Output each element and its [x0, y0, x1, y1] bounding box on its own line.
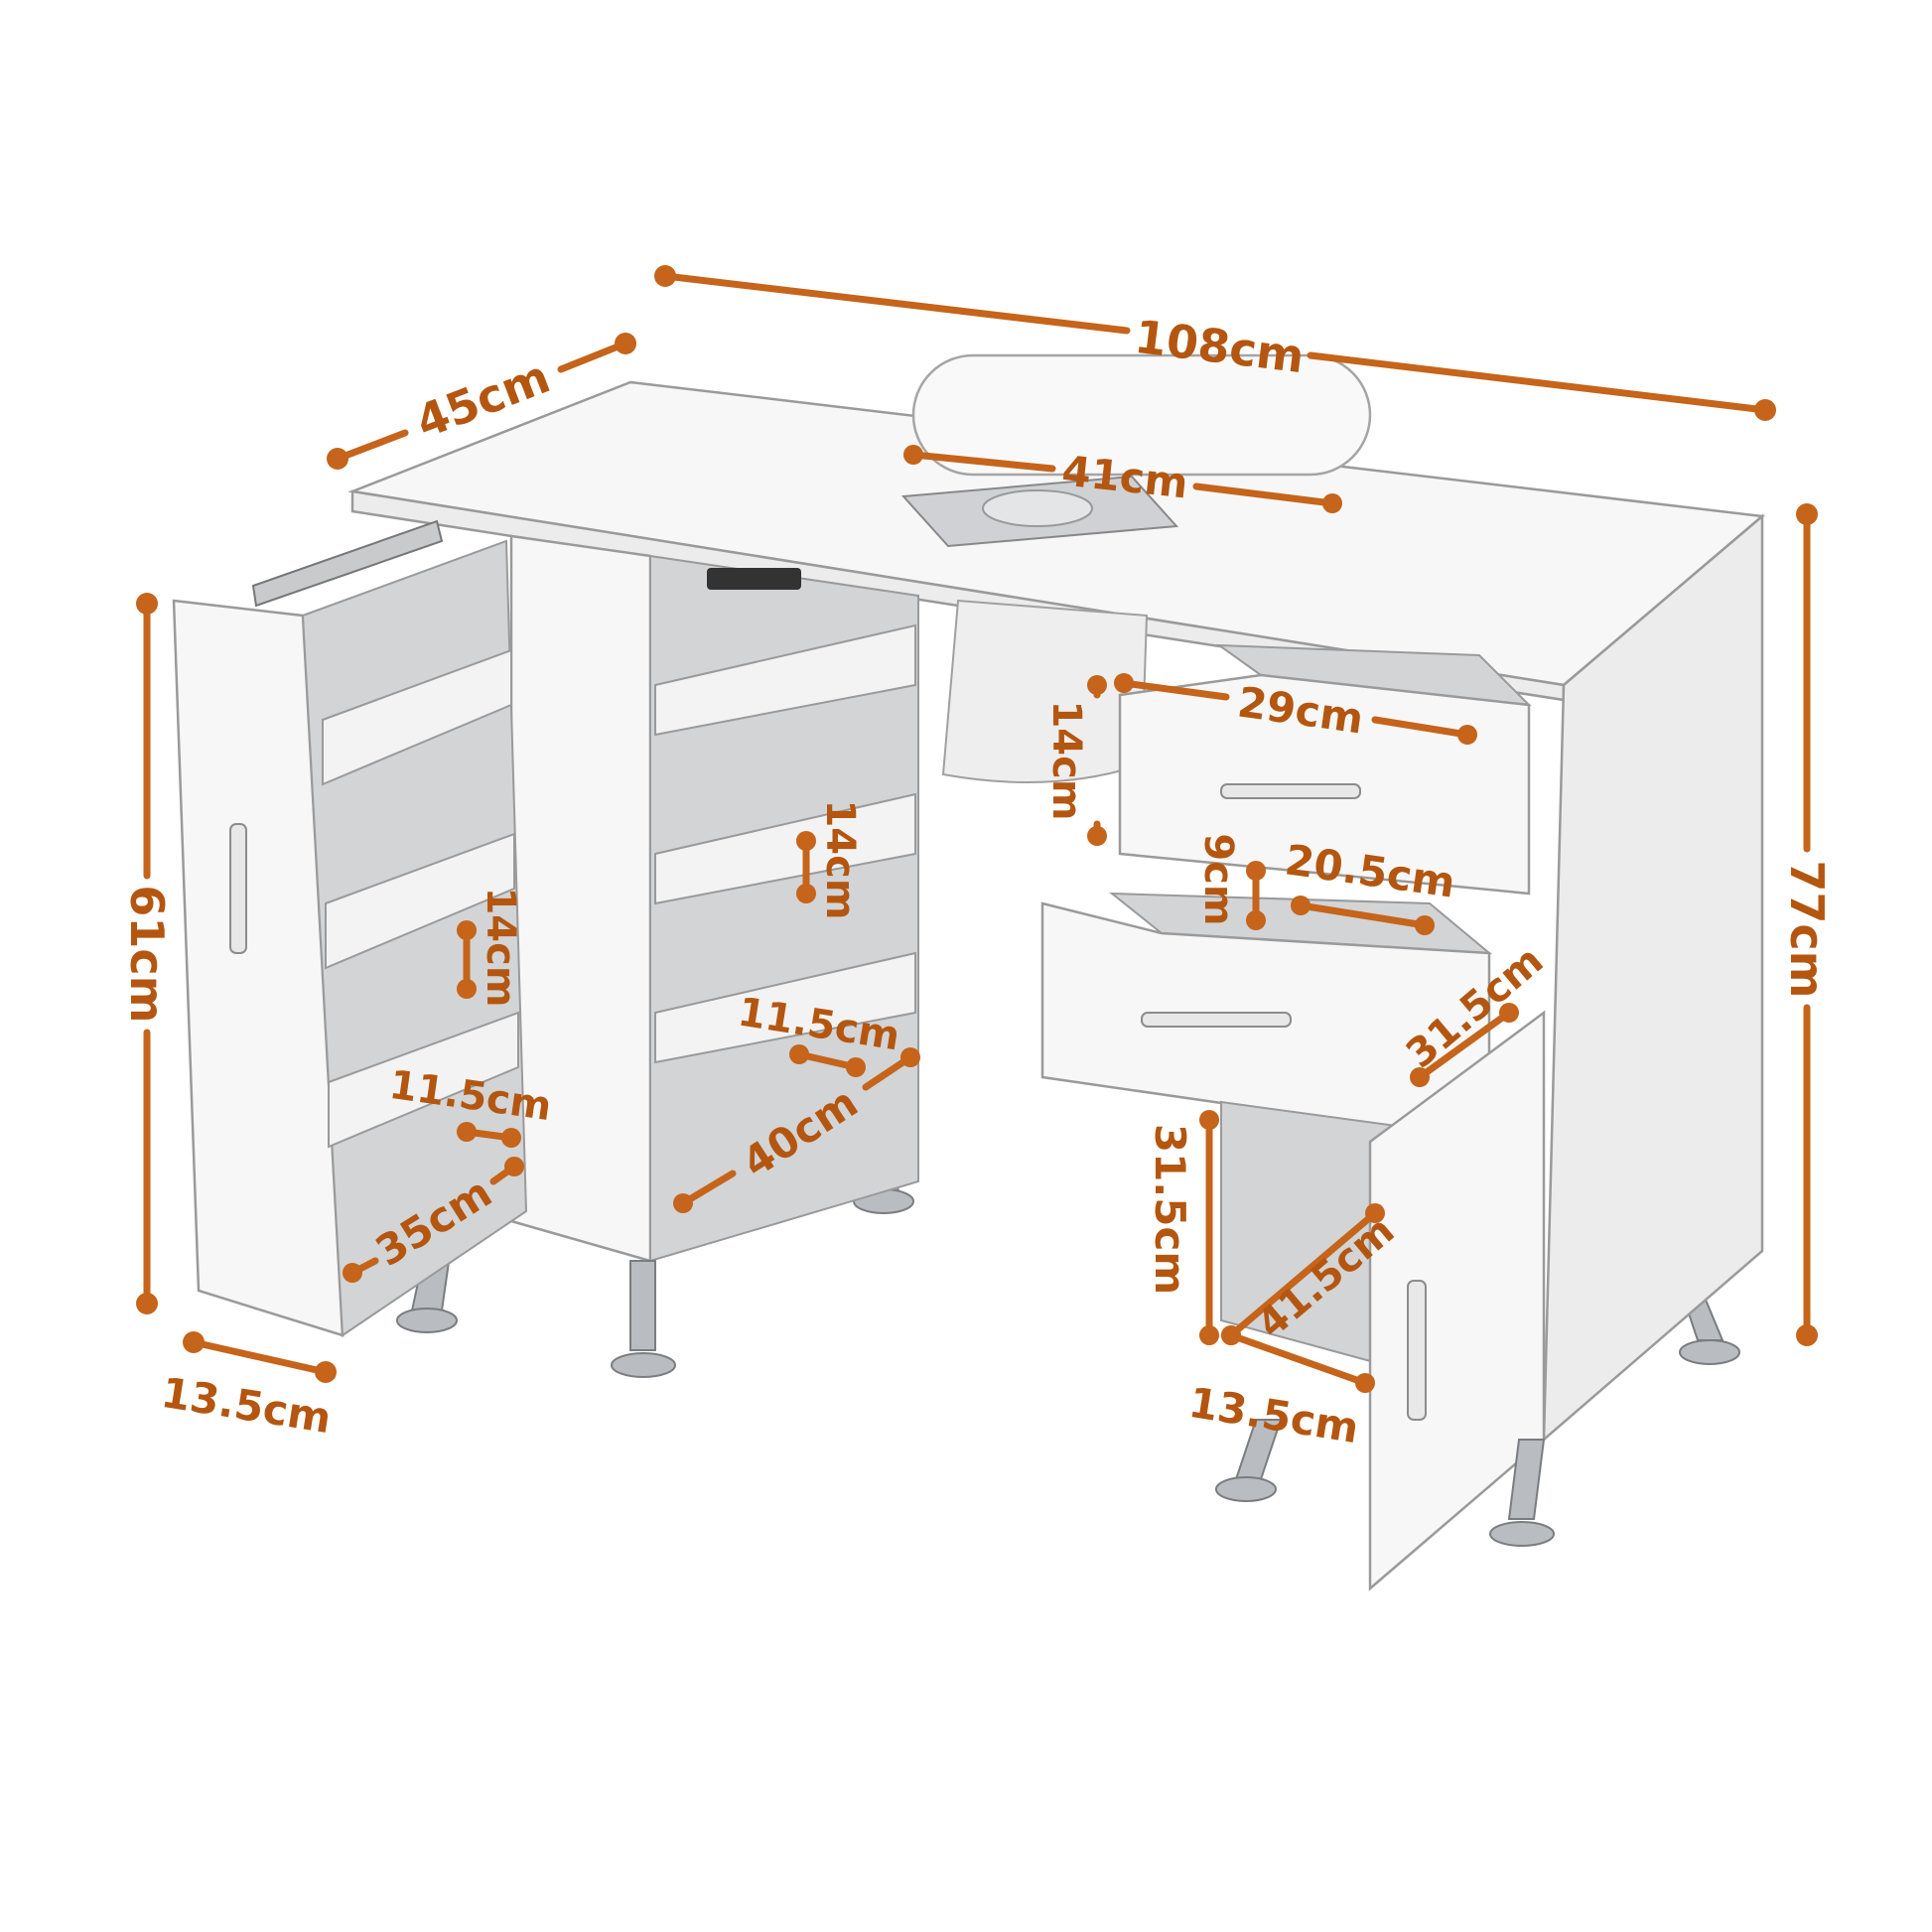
dimension-middle-shelf-height: 14cm — [796, 799, 863, 920]
dimension-left-drawer-depth: 13.5cm — [158, 1331, 337, 1443]
left-shelf-2 — [325, 832, 515, 970]
dimension-armrest-length: 41cm — [903, 445, 1342, 513]
middle-tower-front — [509, 534, 652, 1263]
foot-back-right — [1679, 1339, 1740, 1365]
top-drawer-handle — [1220, 783, 1361, 799]
left-shelf-1 — [322, 648, 512, 786]
dimension-top-drawer-height-label: 14cm — [1043, 700, 1089, 820]
right-side-panel — [1542, 513, 1764, 1443]
middle-shelf-2 — [654, 792, 916, 905]
foot-front-right — [1489, 1521, 1555, 1547]
arm-rest-cushion — [911, 353, 1372, 477]
leg-front-middle — [629, 1260, 656, 1351]
dimension-left-drawer-height: 61cm — [120, 593, 174, 1314]
dimension-cabinet-height-label: 31.5cm — [1146, 1124, 1194, 1295]
dimension-left-shelf-height: 14cm — [457, 887, 523, 1008]
dimension-middle-shelf-height-label: 14cm — [817, 799, 863, 919]
dimension-left-shelf-height-label: 14cm — [478, 887, 523, 1007]
second-drawer-handle — [1141, 1012, 1292, 1028]
middle-tower-shelves — [649, 554, 919, 1263]
dimension-left-drawer-height-label: 61cm — [120, 885, 174, 1023]
foot-front-middle — [611, 1352, 676, 1378]
leg-front-right — [1507, 1439, 1546, 1520]
middle-shelf-3 — [654, 951, 916, 1064]
fan-vent — [982, 489, 1093, 527]
dimension-second-drawer-height-label: 9cm — [1195, 833, 1241, 925]
dimension-second-drawer-height: 9cm — [1195, 833, 1266, 930]
dimension-height-total: 77cm — [1780, 503, 1834, 1346]
left-shelf-3 — [328, 1011, 519, 1149]
foot-front-cabinet — [1215, 1476, 1277, 1502]
dimension-left-drawer-depth-label: 13.5cm — [158, 1368, 335, 1443]
nail-desk-illustration — [172, 353, 1765, 1591]
left-door-handle — [229, 823, 247, 954]
dimension-height-total-label: 77cm — [1780, 860, 1834, 998]
dimension-cabinet-height: 31.5cm — [1146, 1110, 1219, 1345]
foot-back-left — [396, 1308, 458, 1333]
left-slide-rail — [251, 519, 444, 608]
power-switch — [707, 568, 801, 590]
dimension-top-drawer-height: 14cm — [1043, 675, 1107, 846]
middle-shelf-1 — [654, 623, 916, 737]
cabinet-door-handle — [1407, 1280, 1427, 1421]
